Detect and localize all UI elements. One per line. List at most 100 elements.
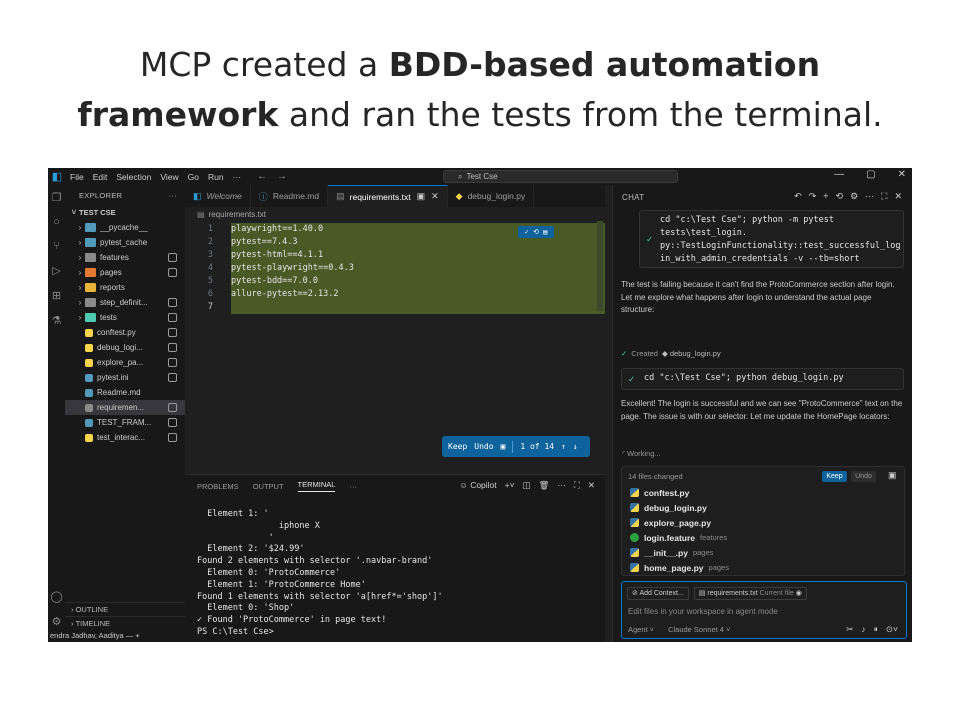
copilot-icon[interactable]: ☺ Copilot xyxy=(459,480,497,490)
new-chat-icon[interactable]: + xyxy=(823,191,829,201)
split-terminal-icon[interactable]: ◫ xyxy=(522,480,531,490)
add-terminal-icon[interactable]: +˅ xyxy=(504,480,515,490)
menu-item[interactable]: ··· xyxy=(232,171,242,182)
maximize-icon[interactable]: ▢ xyxy=(866,169,876,180)
account-icon[interactable]: ◯ xyxy=(50,591,63,603)
close-icon[interactable]: ✕ xyxy=(897,169,906,180)
arrow-up-icon[interactable]: ↑ xyxy=(561,442,566,451)
menu-item[interactable]: Go xyxy=(187,171,199,182)
tree-file[interactable]: requiremen... xyxy=(65,400,185,415)
tree-folder[interactable]: ›pytest_cache xyxy=(65,235,185,250)
undo-icon[interactable]: ↶ xyxy=(794,191,802,201)
pin-icon[interactable]: ▣ xyxy=(416,191,426,201)
diff-icon[interactable]: ▣ xyxy=(500,442,506,451)
maximize-icon[interactable]: ⛶ xyxy=(573,480,580,490)
minimap[interactable] xyxy=(597,221,603,311)
file-icon xyxy=(85,373,93,382)
extensions-icon[interactable]: ⊞ xyxy=(51,290,62,302)
outline-section[interactable]: › OUTLINE xyxy=(65,602,185,616)
current-file-chip[interactable]: ▤ requirements.txt Current file ◉ xyxy=(693,587,807,600)
maximize-icon[interactable]: ⛶ xyxy=(881,191,888,201)
menu-item[interactable]: Selection xyxy=(116,171,152,182)
history-icon[interactable]: ⟲ xyxy=(835,191,844,201)
model-picker[interactable]: Claude Sonnet 4 ˅ xyxy=(668,625,731,634)
terminal-command-block[interactable]: ✓ cd "c:\Test Cse"; python debug_login.p… xyxy=(621,368,904,390)
panel-tab[interactable]: OUTPUT xyxy=(252,481,284,491)
close-icon[interactable]: ✕ xyxy=(431,191,439,201)
more-actions-icon[interactable]: ··· xyxy=(168,190,177,200)
tree-folder[interactable]: ›step_definit... xyxy=(65,295,185,310)
close-icon[interactable]: ✕ xyxy=(587,480,595,490)
changed-file-row[interactable]: conftest.py xyxy=(622,485,904,500)
chat-input[interactable]: Edit files in your workspace in agent mo… xyxy=(628,607,778,616)
panel-tab[interactable]: ··· xyxy=(349,481,357,491)
trash-icon[interactable]: 🗑 xyxy=(538,480,550,490)
menu-item[interactable]: Edit xyxy=(92,171,108,182)
microphone-icon[interactable]: ♪ xyxy=(861,624,866,634)
tree-file[interactable]: debug_logi... xyxy=(65,340,185,355)
tree-file[interactable]: pytest.ini xyxy=(65,370,185,385)
tree-folder[interactable]: ›reports xyxy=(65,280,185,295)
terminal-command-block[interactable]: ✓ cd "c:\Test Cse"; python -m pytest tes… xyxy=(639,210,904,268)
undo-all-button[interactable]: Undo xyxy=(851,471,876,482)
tree-file[interactable]: test_interac... xyxy=(65,430,185,445)
tree-folder[interactable]: ›__pycache__ xyxy=(65,220,185,235)
command-center-search[interactable]: ⌕Test Cse xyxy=(443,170,678,183)
diff-icon[interactable]: ▣ xyxy=(888,470,897,480)
run-debug-icon[interactable]: ▷ xyxy=(52,265,61,277)
editor-tab[interactable]: ◆debug_login.py xyxy=(448,185,535,207)
keep-button[interactable]: Keep xyxy=(448,442,468,451)
files-icon[interactable]: ❐ xyxy=(51,192,62,204)
more-actions-icon[interactable]: ··· xyxy=(865,191,875,201)
tree-folder[interactable]: ›pages xyxy=(65,265,185,280)
add-context-button[interactable]: ⊘ Add Context... xyxy=(627,587,689,600)
tools-icon[interactable]: ✂ xyxy=(846,624,854,634)
eye-icon[interactable]: ◉ xyxy=(795,590,802,597)
chat-input-box[interactable]: ⊘ Add Context... ▤ requirements.txt Curr… xyxy=(621,581,907,639)
minimize-icon[interactable]: — xyxy=(834,169,845,180)
close-icon[interactable]: ✕ xyxy=(894,191,902,201)
mode-picker[interactable]: Agent ˅ xyxy=(628,625,655,634)
terminal-output[interactable]: Element 1: ' iphone X ' Element 2: '$24.… xyxy=(197,509,443,639)
more-actions-icon[interactable]: ··· xyxy=(557,480,566,490)
back-arrow-icon[interactable]: ← xyxy=(257,171,268,182)
gear-icon[interactable]: ⚙ xyxy=(51,616,62,628)
panel-tab[interactable]: TERMINAL xyxy=(297,480,336,492)
pause-icon[interactable]: ⏸ xyxy=(873,624,878,634)
changed-file-row[interactable]: debug_login.py xyxy=(622,500,904,515)
workspace-root[interactable]: ˅ TEST CSE xyxy=(65,205,185,220)
panel-tab[interactable]: PROBLEMS xyxy=(197,481,239,491)
inline-diff-toolbar[interactable]: ✓ ⟲ ▤ xyxy=(518,226,554,238)
send-icon[interactable]: ⊙˅ xyxy=(885,624,898,634)
forward-arrow-icon[interactable]: → xyxy=(277,171,288,182)
file-chip[interactable]: ◆ debug_login.py xyxy=(661,348,721,358)
undo-button[interactable]: Undo xyxy=(474,442,494,451)
search-icon[interactable]: ○ xyxy=(53,216,60,228)
menu-item[interactable]: View xyxy=(160,171,179,182)
timeline-section[interactable]: › TIMELINE xyxy=(65,616,185,630)
tab-label: requirements.txt xyxy=(349,191,411,202)
tree-file[interactable]: TEST_FRAM... xyxy=(65,415,185,430)
menu-item[interactable]: File xyxy=(70,171,84,182)
tree-folder[interactable]: ›features xyxy=(65,250,185,265)
tree-file[interactable]: explore_pa... xyxy=(65,355,185,370)
tree-file[interactable]: Readme.md xyxy=(65,385,185,400)
editor-tab[interactable]: ◧Welcome xyxy=(185,185,251,207)
menu-item[interactable]: Run xyxy=(207,171,224,182)
breadcrumb-file[interactable]: requirements.txt xyxy=(208,209,266,219)
tree-file[interactable]: conftest.py xyxy=(65,325,185,340)
changed-file-row[interactable]: explore_page.py xyxy=(622,515,904,530)
keep-all-button[interactable]: Keep xyxy=(822,471,847,482)
arrow-down-icon[interactable]: ↓ xyxy=(572,442,578,451)
gear-icon[interactable]: ⚙ xyxy=(850,191,859,201)
redo-icon[interactable]: ↷ xyxy=(808,191,817,201)
editor-tab[interactable]: ▤requirements.txt▣✕ xyxy=(328,185,448,207)
testing-icon[interactable]: ⚗ xyxy=(51,315,62,327)
tree-folder[interactable]: ›tests xyxy=(65,310,185,325)
source-control-icon[interactable]: ⑂ xyxy=(53,240,60,252)
